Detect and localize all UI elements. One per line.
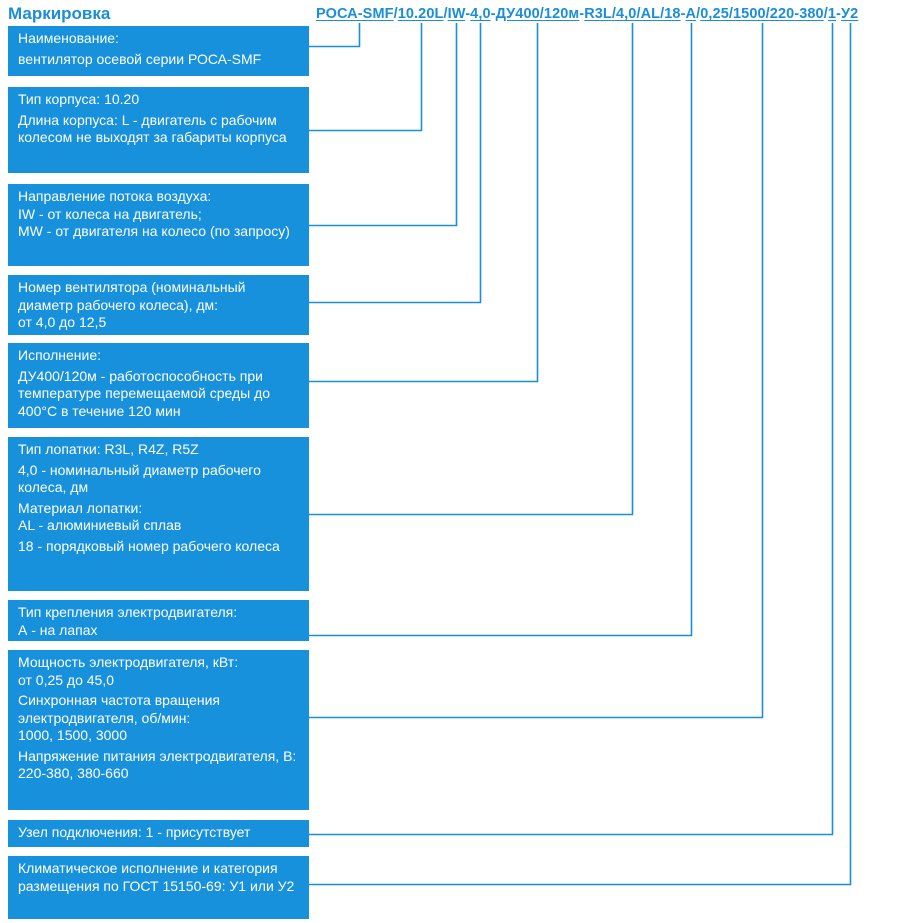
box-line: 220-380, 380-660 (18, 765, 129, 781)
description-box-blade: Тип лопатки: R3L, R4Z, R5Z 4,0 - номинал… (8, 437, 309, 591)
box-line: Номер вентилятора (номинальный диаметр р… (18, 279, 246, 313)
connector-line (309, 23, 361, 48)
code-segment-climate: У2 (840, 6, 859, 22)
description-box-mounting: Тип крепления электродвигателя: А - на л… (8, 600, 309, 641)
description-box-connection: Узел подключения: 1 - присутствует (8, 820, 309, 847)
connector-line (309, 23, 764, 719)
description-box-fan-number: Номер вентилятора (номинальный диаметр р… (8, 275, 309, 335)
box-line: MW - от двигателя на колесо (по запросу) (18, 223, 290, 239)
box-line: от 4,0 до 12,5 (18, 314, 107, 330)
box-line: А - на лапах (18, 621, 98, 638)
box-line: Мощность электродвигателя, кВт: (18, 654, 239, 670)
code-segment-airflow: IW (447, 6, 466, 22)
box-line: Напряжение питания электродвигателя, В: (18, 747, 297, 764)
code-segment-mounting: А (685, 6, 697, 22)
connector-line (309, 23, 482, 304)
code-segment-motor: 0,25/1500/220-380 (700, 6, 824, 22)
code-segment-fan-number: 4,0 (470, 6, 491, 22)
box-line: Тип крепления электродвигателя: (18, 604, 238, 620)
code-separator: / (696, 6, 701, 22)
connector-line (309, 23, 852, 886)
connector-line (309, 23, 539, 383)
description-box-name: Наименование: вентилятор осевой серии РО… (8, 26, 309, 76)
box-line: от 0,25 до 45,0 (18, 671, 115, 688)
code-separator: / (823, 6, 828, 22)
connector-line (309, 23, 834, 836)
code-segment-name: РОСА-SMF (316, 6, 394, 22)
description-box-airflow: Направление потока воздуха: IW - от коле… (8, 184, 309, 266)
box-line: Длина корпуса: L - двигатель с рабочим к… (18, 111, 287, 146)
description-box-motor: Мощность электродвигателя, кВт: от 0,25 … (8, 650, 309, 810)
box-line: Исполнение: (18, 347, 102, 363)
box-line: Тип лопатки: R3L, R4Z, R5Z (18, 441, 199, 457)
box-line: Тип корпуса: 10.20 (18, 91, 140, 107)
code-separator: - (465, 6, 471, 22)
box-line: вентилятор осевой серии РОСА-SMF (18, 50, 262, 67)
description-box-housing: Тип корпуса: 10.20 Длина корпуса: L - дв… (8, 87, 309, 173)
code-separator: / (443, 6, 448, 22)
box-line: Наименование: (18, 30, 119, 46)
box-line: 18 - порядковый номер рабочего колеса (18, 537, 280, 554)
box-line: IW - от колеса на двигатель; (18, 205, 202, 222)
code-separator: - (579, 6, 585, 22)
connector-line (309, 23, 634, 516)
box-line: ДУ400/120м - работоспособность при темпе… (18, 367, 271, 419)
code-segment-connection: 1 (827, 6, 837, 22)
box-line: 4,0 - номинальный диаметр рабочего колес… (18, 461, 261, 496)
box-line: Климатическое исполнение и категория раз… (18, 860, 295, 894)
connector-line (309, 23, 458, 227)
connector-line (309, 23, 693, 637)
code-separator: - (836, 6, 841, 22)
box-line: 1000, 1500, 3000 (18, 727, 127, 743)
diagram-title: Маркировка (8, 4, 111, 23)
box-line: Материал лопатки: (18, 499, 143, 516)
code-separator: - (680, 6, 686, 22)
box-line: Направление потока воздуха: (18, 188, 212, 204)
code-separator: - (490, 6, 496, 22)
box-line: AL - алюминиевый сплав (18, 517, 182, 533)
marking-code: РОСА-SMF/10.20L/IW-4,0-ДУ400/120м-R3L/4,… (316, 6, 858, 22)
code-segment-blade: R3L/4,0/AL/18 (584, 6, 681, 22)
connector-line (309, 23, 423, 132)
code-segment-execution: ДУ400/120м (495, 6, 580, 22)
code-segment-housing: 10.20L (397, 6, 444, 22)
code-separator: / (393, 6, 398, 22)
box-line: Синхронная частота вращения электродвига… (18, 692, 220, 726)
description-box-climate: Климатическое исполнение и категория раз… (8, 856, 309, 919)
description-box-execution: Исполнение: ДУ400/120м - работоспособнос… (8, 343, 309, 428)
box-line: Узел подключения: 1 - присутствует (18, 824, 251, 840)
